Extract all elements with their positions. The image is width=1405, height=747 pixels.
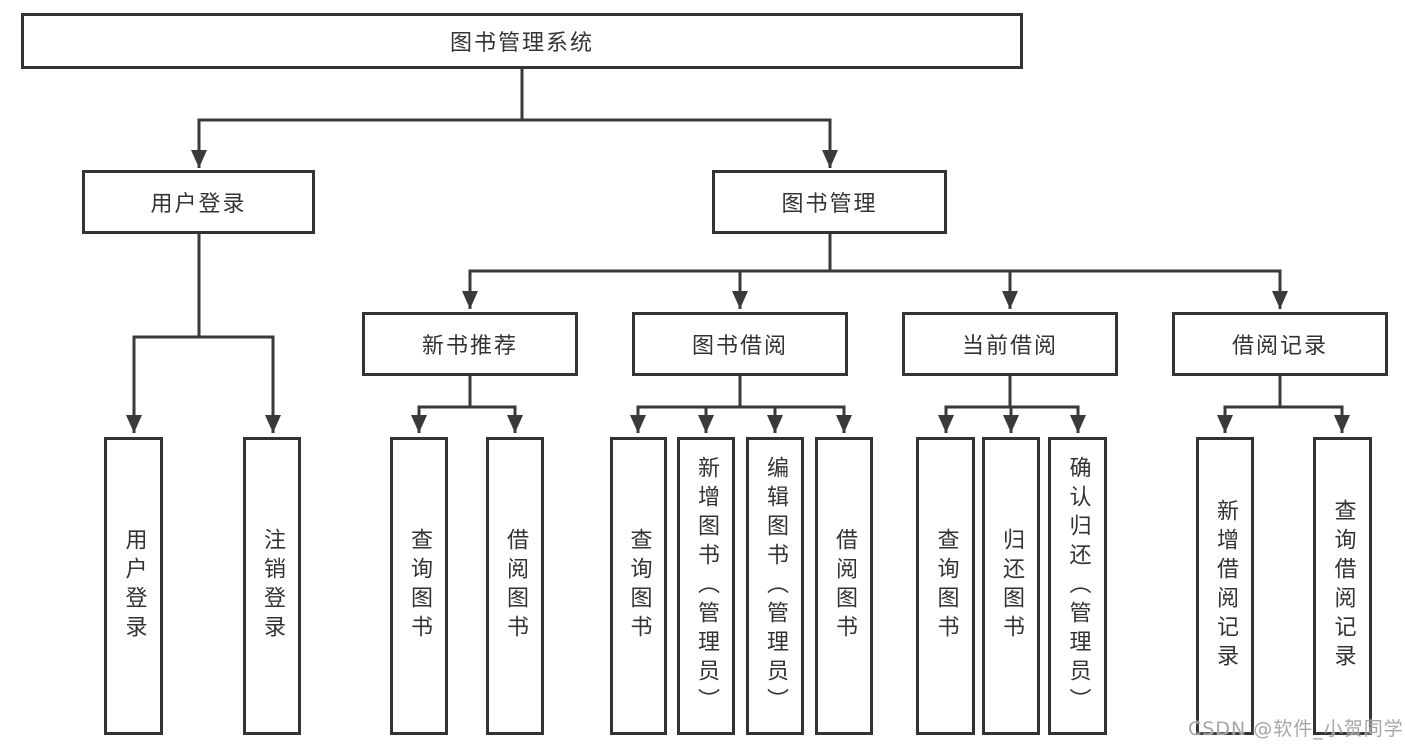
- leaf-confirm-return-admin: 确认归还（管理员）: [1048, 437, 1107, 735]
- leaf-logout: 注销登录: [243, 437, 301, 735]
- leaf-add-borrow-record: 新增借阅记录: [1196, 437, 1254, 735]
- node-borrow-records-label: 借阅记录: [1231, 334, 1328, 359]
- leaf-borrow-books: 借阅图书: [815, 437, 873, 735]
- node-new-book-recommend-label: 新书推荐: [421, 334, 518, 359]
- leaf-return-books: 归还图书: [982, 437, 1040, 735]
- leaf-query-books-current: 查询图书: [916, 437, 975, 735]
- leaf-label: 查询图书: [626, 528, 652, 644]
- leaf-user-login: 用户登录: [104, 437, 163, 735]
- leaf-query-books-borrow: 查询图书: [610, 437, 667, 735]
- leaf-label: 借阅图书: [832, 528, 857, 644]
- node-user-login-label: 用户登录: [150, 192, 247, 217]
- node-borrow-records: 借阅记录: [1172, 312, 1388, 376]
- node-root-label: 图书管理系统: [449, 31, 594, 56]
- node-new-book-recommend: 新书推荐: [362, 312, 578, 376]
- csdn-watermark: CSDN @软件_小贺同学: [1188, 718, 1404, 740]
- leaf-query-books-recommend: 查询图书: [390, 437, 448, 735]
- leaf-label: 归还图书: [999, 528, 1024, 644]
- leaf-label: 用户登录: [121, 528, 147, 644]
- leaf-borrow-books-recommend: 借阅图书: [486, 437, 544, 735]
- leaf-label: 查询图书: [933, 528, 959, 644]
- leaf-label: 查询借阅记录: [1330, 499, 1356, 673]
- leaf-label: 编辑图书（管理员）: [763, 455, 788, 717]
- leaf-label: 查询图书: [407, 528, 432, 644]
- leaf-label: 新增借阅记录: [1213, 499, 1238, 673]
- node-root: 图书管理系统: [21, 13, 1023, 69]
- node-book-borrow: 图书借阅: [632, 312, 848, 376]
- node-current-borrow: 当前借阅: [902, 312, 1118, 376]
- leaf-label: 注销登录: [260, 528, 285, 644]
- leaf-label: 新增图书（管理员）: [694, 455, 719, 717]
- leaf-label: 借阅图书: [503, 528, 528, 644]
- node-user-login: 用户登录: [82, 170, 315, 234]
- node-book-borrow-label: 图书借阅: [691, 334, 788, 359]
- node-book-management: 图书管理: [712, 170, 947, 234]
- leaf-edit-books-admin: 编辑图书（管理员）: [746, 437, 804, 735]
- node-current-borrow-label: 当前借阅: [961, 334, 1058, 359]
- leaf-add-books-admin: 新增图书（管理员）: [677, 437, 735, 735]
- node-book-management-label: 图书管理: [781, 192, 878, 217]
- leaf-query-borrow-record: 查询借阅记录: [1313, 437, 1372, 735]
- leaf-label: 确认归还（管理员）: [1065, 455, 1091, 717]
